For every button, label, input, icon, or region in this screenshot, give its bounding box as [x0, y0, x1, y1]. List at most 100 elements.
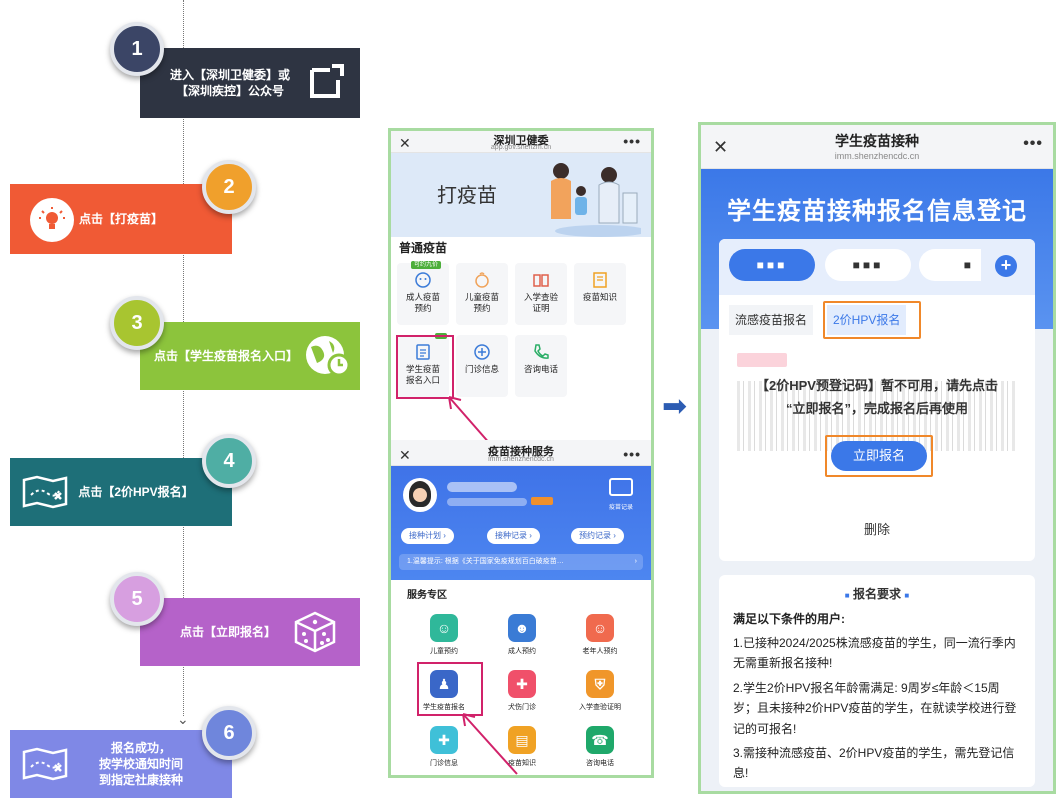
link-appointment-record[interactable]: 预约记录 › — [571, 528, 624, 544]
tile-hotline[interactable]: 咨询电话 — [515, 335, 567, 397]
service-adult-appointment[interactable]: ☻ 成人预约 — [491, 614, 553, 656]
step-1-number: 1 — [110, 22, 164, 76]
location-icon — [474, 344, 490, 360]
child-icon: ☺ — [430, 614, 458, 642]
banner-title: 学生疫苗接种报名信息登记 — [727, 198, 1027, 225]
avatar[interactable] — [403, 478, 437, 512]
requirements-subtitle: 满足以下条件的用户: — [733, 612, 845, 626]
close-icon[interactable]: ✕ — [399, 447, 411, 463]
service-child-appointment[interactable]: ☺ 儿童预约 — [413, 614, 475, 656]
tile-label: 疫苗知识 — [582, 292, 617, 302]
status-message: 【2价HPV预登记码】暂不可用，请先点击 “立即报名”，完成报名后再使用 — [756, 378, 998, 416]
record-label: 疫苗记录 — [608, 505, 633, 511]
requirement-item: 3.需接种流感疫苗、2价HPV疫苗的学生，需先登记信息! — [733, 745, 1015, 781]
close-icon[interactable]: ✕ — [713, 137, 729, 157]
window-url: imm.shenzhencdc.cn — [488, 456, 554, 463]
dice-icon — [290, 608, 340, 656]
record-button[interactable]: 疫苗记录 — [605, 478, 637, 511]
highlight-student-entry — [396, 335, 454, 399]
notice-text: 1.温馨提示: 根据《关于国家免疫规划百白破疫苗… — [407, 558, 564, 565]
service-hotline[interactable]: ☎ 咨询电话 — [569, 726, 631, 768]
step-5-number: 5 — [110, 572, 164, 626]
service-clinic-info[interactable]: ✚门诊信息 — [413, 726, 475, 768]
more-icon[interactable]: ••• — [623, 446, 641, 462]
step-6-box: 报名成功， 按学校通知时间 到指定社康接种 — [10, 730, 232, 798]
book-icon: ▤ — [508, 726, 536, 754]
step-1-box: 进入【深圳卫健委】或 【深圳疾控】公众号 — [140, 48, 360, 118]
pink-badge — [737, 353, 787, 367]
window-title: 深圳卫健委 — [493, 135, 549, 147]
student-card-1[interactable]: ■■■ — [729, 249, 815, 281]
link-vaccination-plan[interactable]: 接种计划 › — [401, 528, 454, 544]
tile-label: 儿童疫苗 预约 — [464, 292, 499, 314]
service-label: 儿童预约 — [430, 648, 458, 655]
tile-clinic-info[interactable]: 门诊信息 — [456, 335, 508, 397]
student-card-3[interactable]: ■ — [919, 249, 981, 281]
delete-button[interactable]: 删除 — [863, 522, 890, 537]
profile-panel: 疫苗记录 接种计划 › 接种记录 › 预约记录 › 1.温馨提示: 根据《关于国… — [391, 466, 651, 580]
phone-icon — [534, 344, 549, 359]
service-vaccine-knowledge[interactable]: ▤ 疫苗知识 — [491, 726, 553, 768]
step-3-number: 3 — [110, 296, 164, 350]
service-label: 成人预约 — [508, 648, 536, 655]
step-4-box: 点击【2价HPV报名】 — [10, 458, 232, 526]
child-face-icon — [475, 272, 489, 288]
tile-school-check[interactable]: 入学查验 证明 — [515, 263, 567, 325]
register-now-button[interactable]: 立即报名 — [831, 441, 927, 471]
tab-flu-registration[interactable]: 流感疫苗报名 — [729, 305, 814, 335]
tile-adult-vaccine[interactable]: 可约九价 成人疫苗 预约 — [397, 261, 449, 325]
add-student-button[interactable]: + — [995, 255, 1017, 277]
phone-vaccine-service: ✕ 疫苗接种服务 imm.shenzhencdc.cn ••• 疫苗记录 接种计… — [388, 440, 654, 778]
tile-label: 门诊信息 — [464, 364, 499, 374]
pointer-arrow-icon — [462, 713, 518, 775]
student-card-2[interactable]: ■■■ — [825, 249, 911, 281]
user-id-blur — [447, 498, 527, 506]
requirements-card: ■ 报名要求 ■ 满足以下条件的用户: 1.已接种2024/2025株流感疫苗的… — [719, 575, 1035, 787]
highlight-register-button — [825, 435, 933, 477]
shield-icon: ⛨ — [586, 670, 614, 698]
window-url: imm.shenzhencdc.cn — [834, 151, 920, 161]
tile-student-vaccine-entry[interactable]: 学生疫苗 报名入口 — [397, 333, 449, 397]
link-vaccination-record[interactable]: 接种记录 › — [487, 528, 540, 544]
service-zone-title: 服务专区 — [407, 590, 447, 601]
vaccine-banner[interactable]: 打疫苗 — [391, 153, 651, 237]
more-icon[interactable]: ••• — [1023, 135, 1043, 152]
requirements-title: 报名要求 — [852, 587, 901, 601]
notice-bar[interactable]: 1.温馨提示: 根据《关于国家免疫规划百白破疫苗… › — [399, 554, 643, 570]
tab-hpv-registration[interactable]: 2价HPV报名 — [827, 305, 907, 335]
adult-icon: ☻ — [508, 614, 536, 642]
dog-icon: ✚ — [508, 670, 536, 698]
window-title: 疫苗接种服务 — [488, 446, 554, 458]
plus-icon: ✚ — [430, 726, 458, 754]
service-elderly-appointment[interactable]: ☺老年人预约 — [569, 614, 631, 656]
step-4-number: 4 — [202, 434, 256, 488]
tile-label: 咨询电话 — [523, 364, 558, 374]
more-icon[interactable]: ••• — [623, 133, 641, 149]
tile-child-vaccine[interactable]: 儿童疫苗 预约 — [456, 263, 508, 325]
window-title: 学生疫苗接种 — [835, 133, 919, 149]
step-6-label: 报名成功， 按学校通知时间 到指定社康接种 — [98, 740, 183, 788]
service-label: 学生疫苗报名 — [423, 704, 465, 711]
user-name-blur — [447, 482, 517, 492]
service-label: 入学查验证明 — [579, 704, 621, 711]
tile-vaccine-knowledge[interactable]: 疫苗知识 — [574, 263, 626, 325]
service-label: 疫苗知识 — [508, 760, 536, 767]
globe-clock-icon — [302, 332, 352, 380]
phone-icon: ☎ — [586, 726, 614, 754]
service-student-registration[interactable]: ♟ 学生疫苗报名 — [413, 670, 475, 712]
requirements-title-row: ■ 报名要求 ■ — [733, 585, 1021, 602]
student-icon: ♟ — [430, 670, 458, 698]
service-label: 老年人预约 — [582, 648, 618, 655]
titlebar: ✕ 深圳卫健委 app.gov.shenzm.cn ••• — [391, 131, 651, 153]
step-2-label: 点击【打疫苗】 — [78, 211, 163, 226]
service-school-check[interactable]: ⛨ 入学查验证明 — [569, 670, 631, 712]
title-dot-icon: ■ — [844, 591, 850, 600]
service-dog-bite-clinic[interactable]: ✚犬伤门诊 — [491, 670, 553, 712]
step-5-label: 点击【立即报名】 — [180, 624, 277, 639]
close-icon[interactable]: ✕ — [399, 135, 411, 151]
notice-arrow-icon: › — [634, 558, 637, 565]
notebook-icon — [593, 272, 607, 288]
lightbulb-icon — [30, 198, 74, 242]
service-label: 咨询电话 — [586, 760, 614, 767]
